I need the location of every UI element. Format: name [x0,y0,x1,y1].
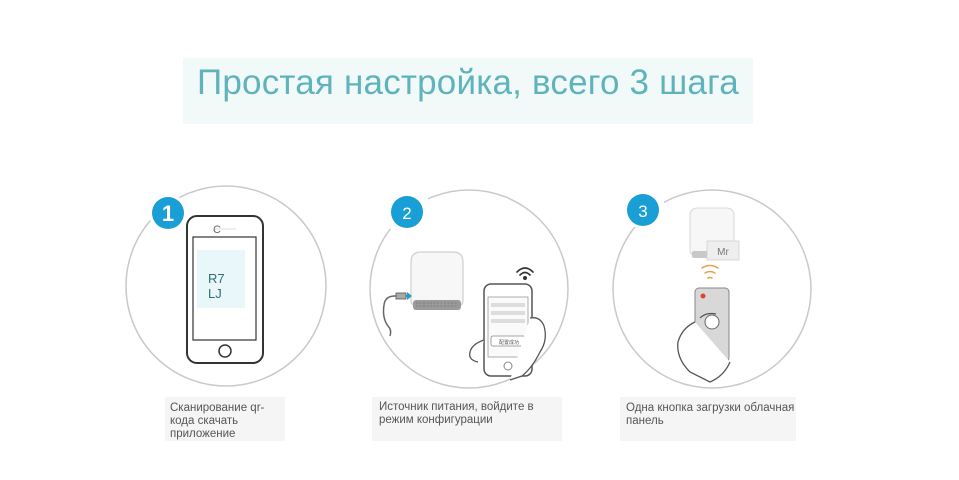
screen-line-2: LJ [208,286,222,301]
hub-device-icon [689,207,740,261]
cable-icon [382,292,412,337]
phone-button-text: 配置成功 [499,339,519,346]
screen-line-1: R7 [208,271,225,286]
device-label: Mr [717,247,729,258]
caption-background [620,397,796,441]
step-2-caption: Источник питания, войдите в режим конфиг… [379,401,534,426]
hub-device-icon [410,251,464,310]
step-3-badge [626,194,664,227]
device-label-box [706,240,740,261]
step-2-badge [390,196,428,229]
step-1 [125,185,327,387]
step-3-number: 3 [638,202,647,221]
remote-hand-icon [677,287,731,383]
caption-background [372,397,562,441]
step-2 [369,189,569,389]
wifi-icon [516,267,534,280]
title-background [183,58,753,124]
page-title: Простая настройка, всего 3 шага [197,63,739,102]
phone-top-letter: C [213,224,221,236]
step-3 [612,189,812,389]
step-2-number: 2 [402,204,411,223]
step-3-caption: Одна кнопка загрузки облачная панель [626,402,795,427]
step-1-caption: Сканирование qr-кода скачать приложение [170,402,265,440]
step-1-number: 1 [162,201,174,226]
signal-icon [701,264,719,279]
phone-icon [186,215,264,364]
hand-phone-icon [469,283,546,381]
caption-background [165,397,285,441]
step-1-badge [149,194,187,232]
